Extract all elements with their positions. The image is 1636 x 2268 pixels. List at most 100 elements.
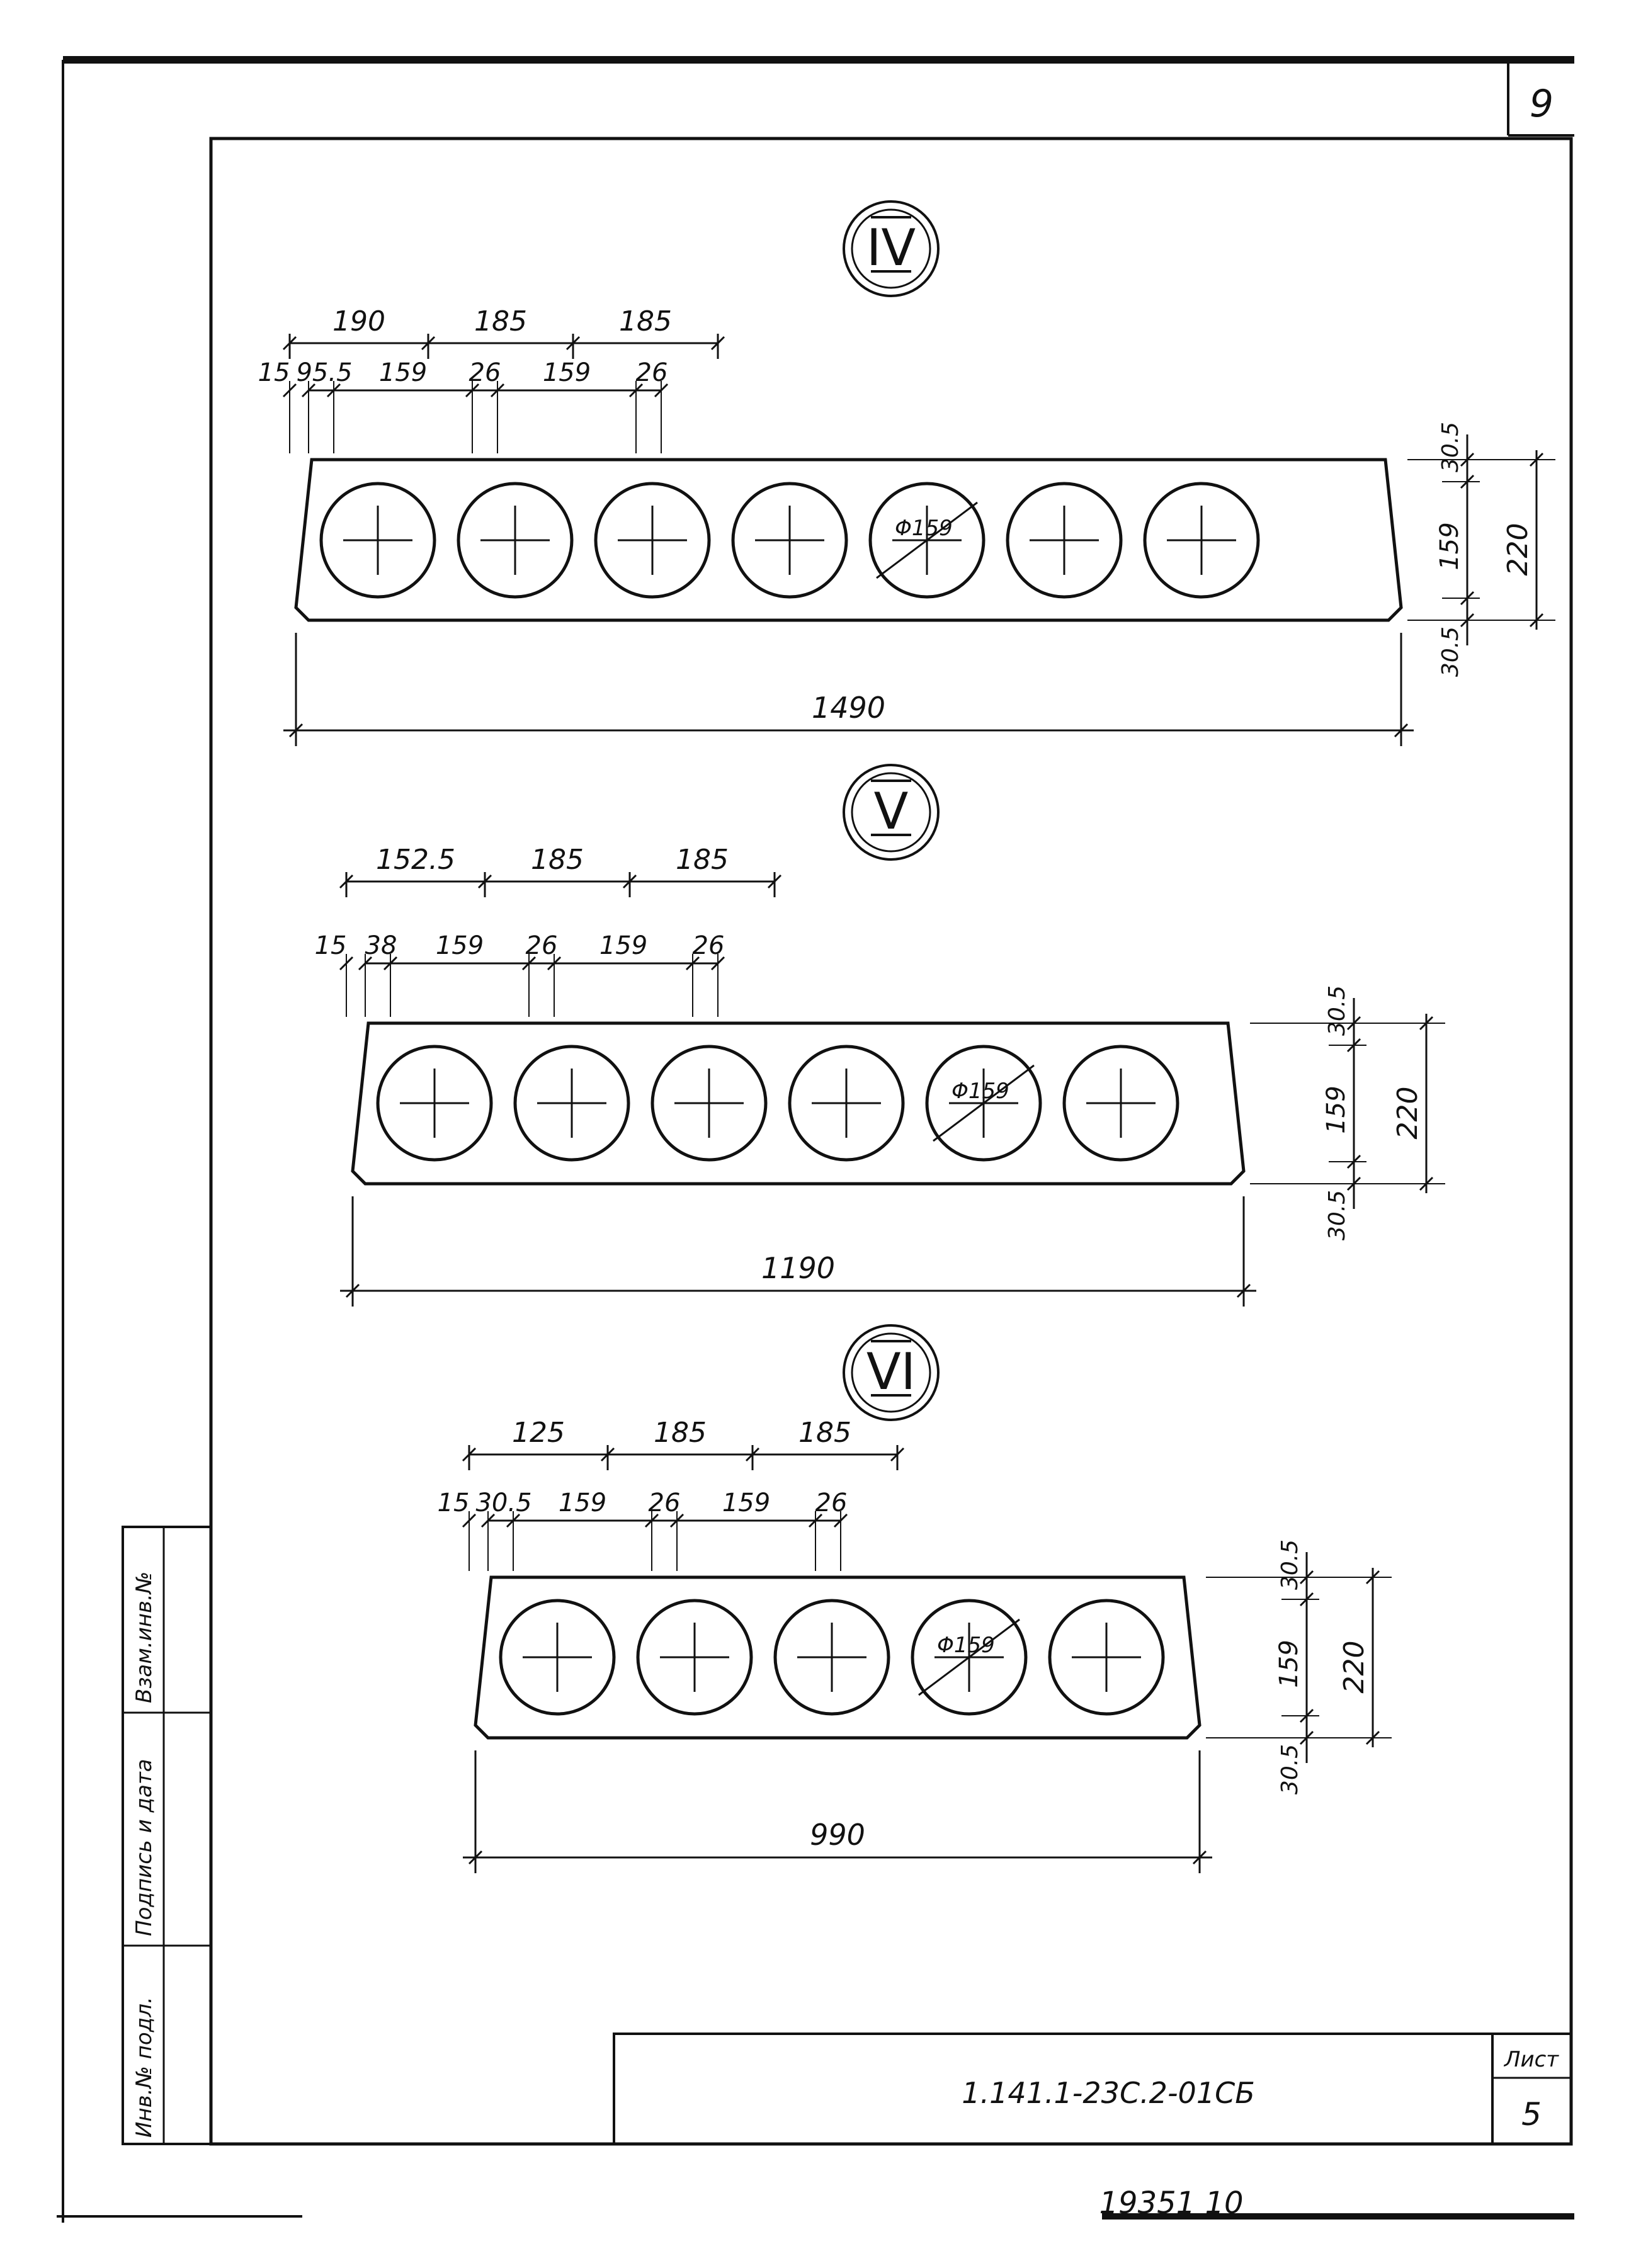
corner-number: 9 <box>1530 82 1554 126</box>
height-label-top: 30.5 <box>1324 985 1350 1036</box>
height-tick-parts <box>1299 1570 1314 1585</box>
section-mark-label: VI <box>866 1342 916 1401</box>
top-dim-tick-2 <box>358 956 373 971</box>
top-dim-tick-2 <box>521 956 537 971</box>
top-dim-label-row1: 125 <box>512 1417 565 1449</box>
height-label-top: 30.5 <box>1277 1539 1303 1590</box>
hole-circle <box>1062 1045 1179 1162</box>
hole-circle <box>731 482 848 599</box>
height-label-mid: 159 <box>1275 1640 1304 1687</box>
overall-length-label: 990 <box>810 1818 865 1852</box>
overall-length-tick-right <box>1394 723 1409 738</box>
height-label-total: 220 <box>1338 1641 1370 1694</box>
top-dim-label-row2: 159 <box>559 1488 606 1517</box>
overall-length-tick-left <box>345 1283 360 1298</box>
slab-outline <box>294 458 1403 622</box>
top-dim-tick-2 <box>669 1513 685 1528</box>
top-dim-tick-1 <box>622 874 637 889</box>
top-dim-tick-2 <box>644 1513 659 1528</box>
height-label-bottom: 30.5 <box>1277 1744 1303 1795</box>
top-dim-tick-1 <box>339 874 354 889</box>
section-mark-outer-circle <box>843 1324 940 1421</box>
height-tick-total <box>1419 1016 1434 1031</box>
height-tick-parts <box>1346 1176 1361 1191</box>
top-dim-label-row2: 26 <box>693 931 725 960</box>
section-mark-outer-circle <box>843 764 940 861</box>
top-dim-tick-1 <box>565 336 581 351</box>
top-dim-tick-2 <box>383 956 398 971</box>
top-dim-label-row2: 15 <box>258 358 290 387</box>
top-dim-tick-2 <box>710 956 725 971</box>
height-label-bottom: 30.5 <box>1324 1190 1350 1240</box>
hole-circle <box>513 1045 630 1162</box>
inner-frame <box>209 137 1573 2146</box>
height-tick-total <box>1365 1570 1380 1585</box>
top-dim-tick-2 <box>808 1513 823 1528</box>
section-mark-inner-circle <box>851 208 931 289</box>
height-label-total: 220 <box>1392 1087 1424 1140</box>
top-dim-tick-2 <box>685 956 700 971</box>
top-dim-label-row2: 26 <box>526 931 558 960</box>
top-dim-label-row1: 185 <box>619 305 672 337</box>
top-dim-tick-1 <box>421 336 436 351</box>
top-dim-label-row1: 185 <box>654 1417 707 1449</box>
height-label-mid: 159 <box>1322 1086 1351 1133</box>
hole-circle <box>636 1599 753 1716</box>
sheet-label: Лист <box>1503 2047 1559 2072</box>
hole-circle <box>594 482 711 599</box>
sheet-number: 5 <box>1521 2096 1542 2133</box>
height-tick-parts <box>1460 474 1475 489</box>
side-stamp: Инв.№ подл. Подпись и дата Взам.инв.№ <box>122 1526 212 2145</box>
hole-circle <box>911 1599 1028 1716</box>
height-tick-parts <box>1460 613 1475 628</box>
height-tick-total <box>1365 1730 1380 1745</box>
height-label-top: 30.5 <box>1438 422 1463 472</box>
overall-length-label: 1190 <box>761 1251 835 1285</box>
hole-circle <box>925 1045 1042 1162</box>
height-tick-parts <box>1346 1038 1361 1053</box>
top-dim-label-row2: 26 <box>469 358 501 387</box>
height-tick-parts <box>1299 1730 1314 1745</box>
diameter-leader <box>876 501 978 579</box>
top-dim-tick-1 <box>462 1447 477 1462</box>
top-dim-tick-2 <box>301 383 316 398</box>
stamp-inventory-label: Инв.№ подл. <box>132 1997 157 2138</box>
height-label-total: 220 <box>1502 523 1534 576</box>
section-mark-label: IV <box>866 218 916 277</box>
top-dim-label-row1: 185 <box>531 844 584 876</box>
top-dim-label-row2: 159 <box>436 931 484 960</box>
height-tick-parts <box>1346 1154 1361 1169</box>
diameter-leader <box>918 1618 1020 1696</box>
hole-circle <box>1006 482 1123 599</box>
top-dim-label-row1: 190 <box>332 305 385 337</box>
top-dim-tick-2 <box>326 383 341 398</box>
section-mark-inner-circle <box>851 772 931 853</box>
section-mark-outer-circle <box>843 200 940 297</box>
top-dim-tick-1 <box>477 874 492 889</box>
top-dim-tick-1 <box>600 1447 615 1462</box>
top-dim-label-row2: 95.5 <box>296 358 352 387</box>
top-dim-tick-2 <box>462 1513 477 1528</box>
top-dim-tick-1 <box>282 336 297 351</box>
overall-length-tick-right <box>1192 1850 1207 1865</box>
top-dim-tick-2 <box>654 383 669 398</box>
archive-number: 19351 10 <box>1099 2186 1243 2221</box>
top-dim-tick-2 <box>282 383 297 398</box>
height-tick-total <box>1529 613 1544 628</box>
top-dim-label-row2: 26 <box>815 1488 848 1517</box>
height-label-mid: 159 <box>1435 522 1464 570</box>
diameter-label: Φ159 <box>895 516 953 541</box>
diameter-label: Φ159 <box>937 1633 995 1658</box>
hole-circle <box>868 482 986 599</box>
top-dim-label-row2: 159 <box>379 358 427 387</box>
top-dim-label-row1: 185 <box>474 305 527 337</box>
diameter-label: Φ159 <box>951 1079 1009 1104</box>
document-code: 1.141.1-23С.2-01СБ <box>962 2076 1255 2110</box>
stamp-replace-label: Взам.инв.№ <box>132 1572 157 1703</box>
hole-circle <box>499 1599 616 1716</box>
overall-length-tick-right <box>1236 1283 1251 1298</box>
top-dim-tick-2 <box>833 1513 848 1528</box>
top-dim-tick-1 <box>710 336 725 351</box>
